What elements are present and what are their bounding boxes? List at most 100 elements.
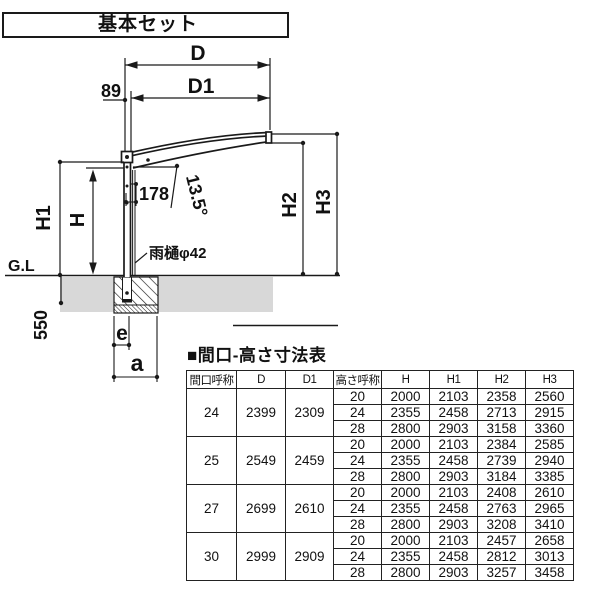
table-cell: 2610 bbox=[525, 484, 574, 501]
table-cell: 2103 bbox=[429, 532, 478, 549]
dim-D1 bbox=[130, 91, 270, 152]
dim-label-H3: H3 bbox=[313, 189, 335, 215]
dim-label-H1: H1 bbox=[33, 205, 55, 231]
table-cell: 2458 bbox=[429, 500, 478, 517]
dimension-table-title: ■間口-高さ寸法表 bbox=[187, 346, 327, 365]
table-cell: 2739 bbox=[477, 452, 526, 469]
table-cell: 2560 bbox=[525, 388, 574, 405]
dim-H2 bbox=[272, 140, 306, 277]
table-cell: 2000 bbox=[381, 388, 430, 405]
table-cell: 2903 bbox=[429, 468, 478, 485]
dim-label-178: 178 bbox=[139, 184, 169, 204]
dim-label-H2: H2 bbox=[279, 192, 301, 218]
dim-label-H: H bbox=[67, 213, 89, 227]
dim-label-angle: 13.5° bbox=[182, 173, 212, 219]
table-cell: 27 bbox=[186, 484, 237, 533]
table-cell: 2965 bbox=[525, 500, 574, 517]
table-cell: 20 bbox=[333, 532, 382, 549]
table-cell: 2658 bbox=[525, 532, 574, 549]
table-cell: 2458 bbox=[429, 452, 478, 469]
table-cell: 20 bbox=[333, 436, 382, 453]
embedded-post bbox=[122, 277, 132, 302]
roof-angle-dimension bbox=[133, 163, 180, 209]
table-cell: 28 bbox=[333, 564, 382, 581]
table-cell: 2358 bbox=[477, 388, 526, 405]
table-cell: 3360 bbox=[525, 420, 574, 437]
table-cell: 2800 bbox=[381, 420, 430, 437]
dim-label-89: 89 bbox=[101, 81, 121, 101]
table-cell: 2915 bbox=[525, 404, 574, 421]
dim-label-D: D bbox=[190, 42, 205, 65]
table-cell: 2903 bbox=[429, 420, 478, 437]
foundation-block bbox=[113, 276, 159, 314]
table-cell: 2000 bbox=[381, 436, 430, 453]
gutter-callout bbox=[134, 252, 148, 264]
dim-178 bbox=[124, 182, 138, 206]
post bbox=[123, 157, 132, 277]
table-cell: 2458 bbox=[429, 404, 478, 421]
dim-label-e: e bbox=[116, 322, 128, 345]
table-cell: 3410 bbox=[525, 516, 574, 533]
col-header-7: H3 bbox=[525, 370, 574, 389]
table-cell: 3208 bbox=[477, 516, 526, 533]
table-cell: 20 bbox=[333, 484, 382, 501]
table-cell: 2408 bbox=[477, 484, 526, 501]
table-cell: 28 bbox=[333, 468, 382, 485]
table-cell: 2000 bbox=[381, 532, 430, 549]
dim-label-550: 550 bbox=[31, 310, 51, 340]
table-cell: 2940 bbox=[525, 452, 574, 469]
col-header-3: 高さ呼称 bbox=[333, 370, 382, 389]
table-cell: 2459 bbox=[285, 436, 334, 485]
dim-label-a: a bbox=[131, 350, 144, 376]
table-cell: 2103 bbox=[429, 388, 478, 405]
table-cell: 2903 bbox=[429, 564, 478, 581]
dim-D bbox=[124, 58, 271, 152]
table-cell: 28 bbox=[333, 516, 382, 533]
table-cell: 3385 bbox=[525, 468, 574, 485]
table-cell: 2457 bbox=[477, 532, 526, 549]
table-cell: 2903 bbox=[429, 516, 478, 533]
table-cell: 3458 bbox=[525, 564, 574, 581]
table-cell: 3158 bbox=[477, 420, 526, 437]
table-cell: 2610 bbox=[285, 484, 334, 533]
table-cell: 24 bbox=[333, 500, 382, 517]
roof-front-cap bbox=[265, 131, 273, 144]
col-header-6: H2 bbox=[477, 370, 526, 389]
table-cell: 2699 bbox=[236, 484, 286, 533]
table-cell: 2812 bbox=[477, 548, 526, 565]
table-cell: 2103 bbox=[429, 436, 478, 453]
table-cell: 3257 bbox=[477, 564, 526, 581]
table-cell: 2103 bbox=[429, 484, 478, 501]
roof bbox=[120, 131, 273, 169]
table-cell: 28 bbox=[333, 420, 382, 437]
table-cell: 2355 bbox=[381, 452, 430, 469]
product-title-box: 基本セット bbox=[2, 12, 289, 38]
dim-e-a bbox=[111, 316, 160, 382]
table-cell: 2999 bbox=[236, 532, 286, 581]
col-header-2: D1 bbox=[285, 370, 334, 389]
dim-H3 bbox=[272, 131, 340, 277]
table-cell: 2355 bbox=[381, 548, 430, 565]
col-header-1: D bbox=[236, 370, 286, 389]
table-cell: 2763 bbox=[477, 500, 526, 517]
table-cell: 30 bbox=[186, 532, 237, 581]
table-cell: 2800 bbox=[381, 564, 430, 581]
dim-H bbox=[86, 167, 124, 275]
table-cell: 24 bbox=[333, 452, 382, 469]
table-cell: 2458 bbox=[429, 548, 478, 565]
table-cell: 24 bbox=[333, 404, 382, 421]
table-cell: 2399 bbox=[236, 388, 286, 437]
table-cell: 2000 bbox=[381, 484, 430, 501]
table-cell: 24 bbox=[333, 548, 382, 565]
dim-H1 bbox=[57, 159, 124, 278]
